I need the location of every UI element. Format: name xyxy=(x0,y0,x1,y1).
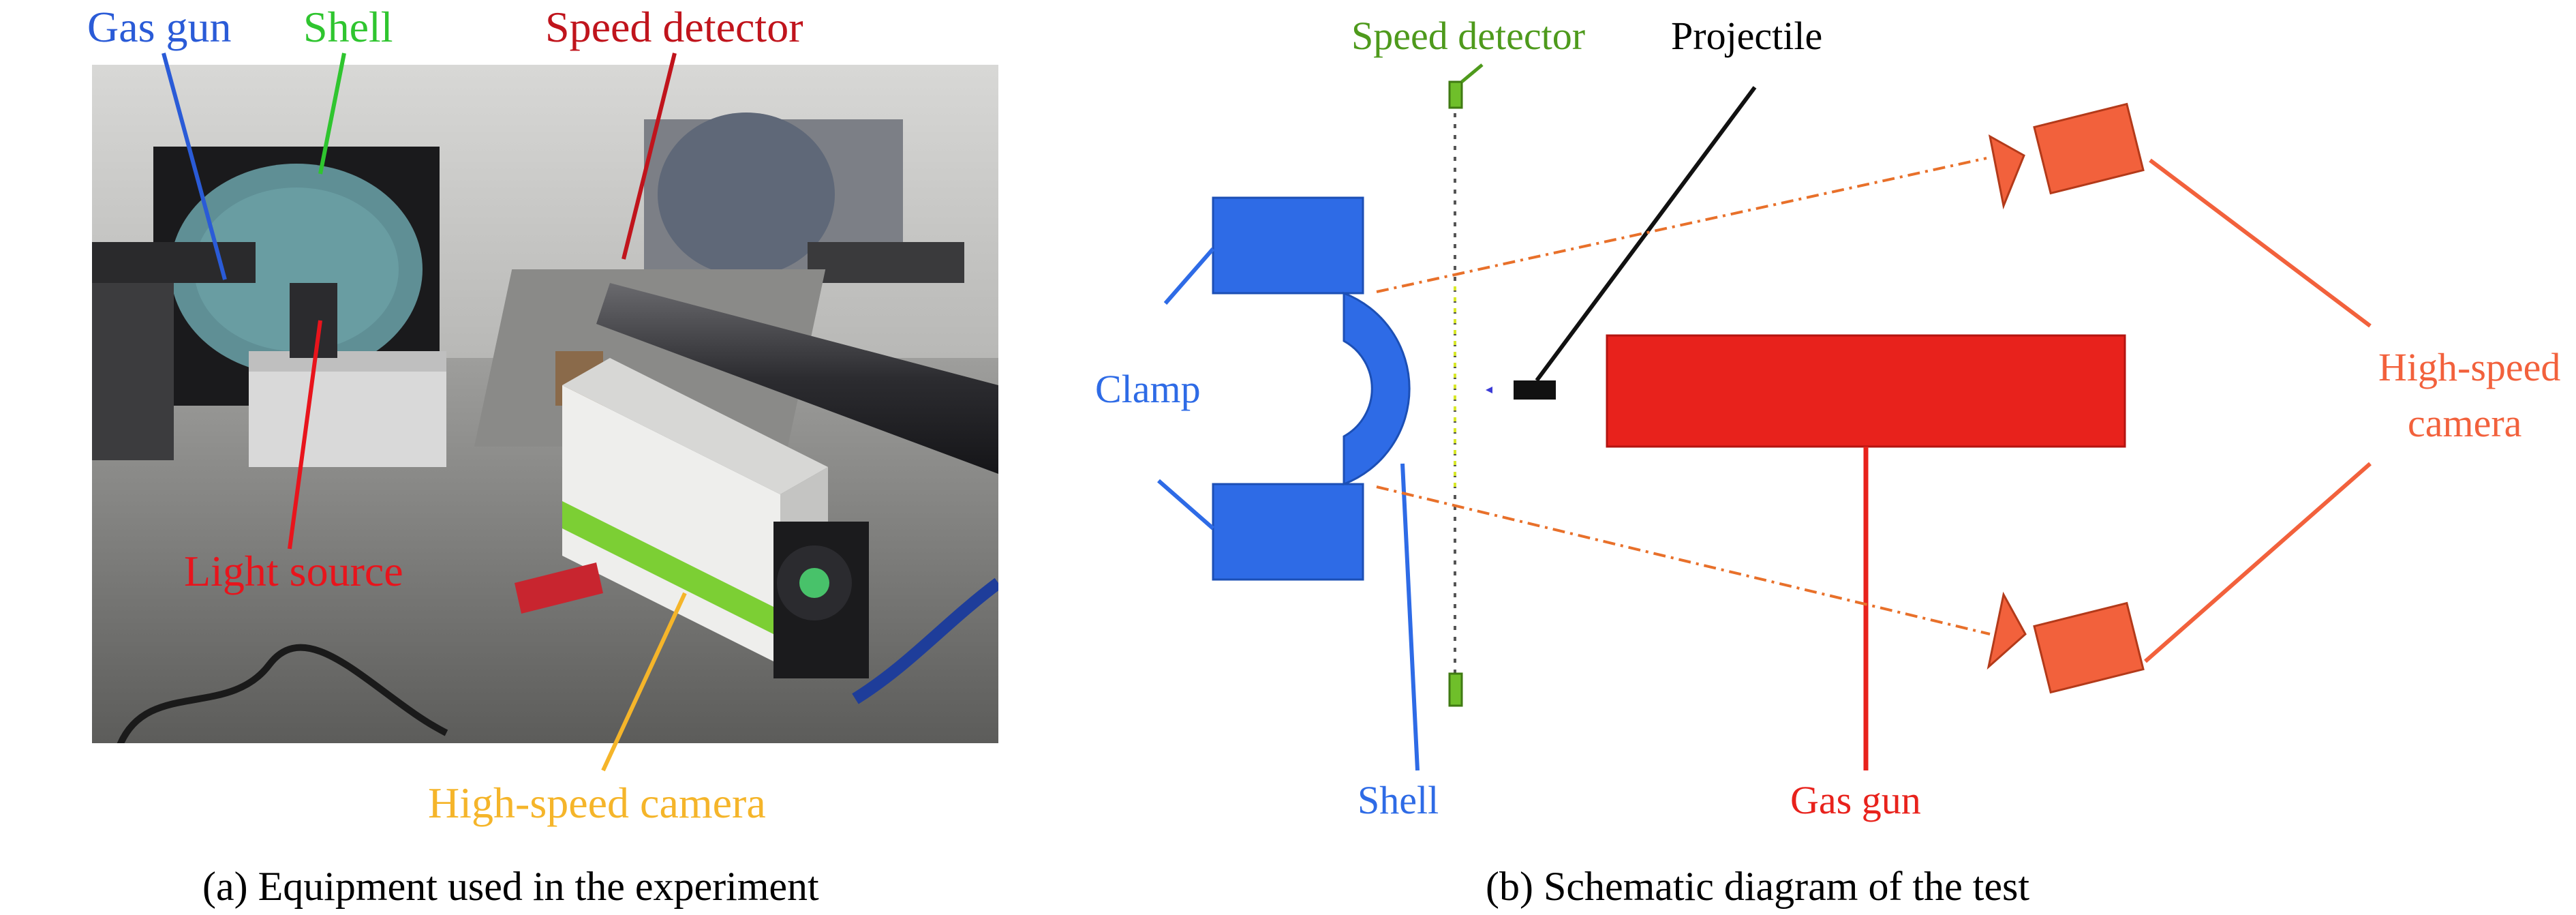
camera-bottom xyxy=(2033,601,2145,694)
schematic-diagram xyxy=(1090,0,2576,915)
label-high-speed-line2: camera xyxy=(2408,401,2522,445)
clamp-top xyxy=(1212,196,1364,295)
label-projectile: Projectile xyxy=(1671,14,1823,58)
label-speed-detector-b: Speed detector xyxy=(1351,14,1586,58)
gas-gun xyxy=(1606,334,2126,448)
label-shell: Shell xyxy=(303,3,393,51)
label-gas-gun-b: Gas gun xyxy=(1790,778,1921,822)
caption-a: (a) Equipment used in the experiment xyxy=(202,864,819,909)
camera-bottom-lens xyxy=(1987,591,2027,670)
clamp-bottom xyxy=(1212,483,1364,581)
label-high-speed-line1: High-speed xyxy=(2378,345,2561,389)
label-gas-gun: Gas gun xyxy=(87,3,232,51)
label-high-speed-camera: High-speed camera xyxy=(428,779,766,827)
camera-top-lens xyxy=(1988,134,2025,210)
speed-detector-top xyxy=(1448,80,1463,109)
shell xyxy=(1343,291,1411,486)
label-clamp: Clamp xyxy=(1095,367,1201,411)
camera-top xyxy=(2033,102,2145,195)
panel-a-leader-lines xyxy=(162,52,687,772)
projectile xyxy=(1514,380,1556,400)
label-light-source: Light source xyxy=(184,547,403,595)
experiment-photo xyxy=(92,65,998,743)
label-speed-detector: Speed detector xyxy=(545,3,803,51)
label-shell-b: Shell xyxy=(1358,778,1439,822)
caption-b: (b) Schematic diagram of the test xyxy=(1486,864,2030,909)
speed-detector-bottom xyxy=(1448,672,1463,707)
